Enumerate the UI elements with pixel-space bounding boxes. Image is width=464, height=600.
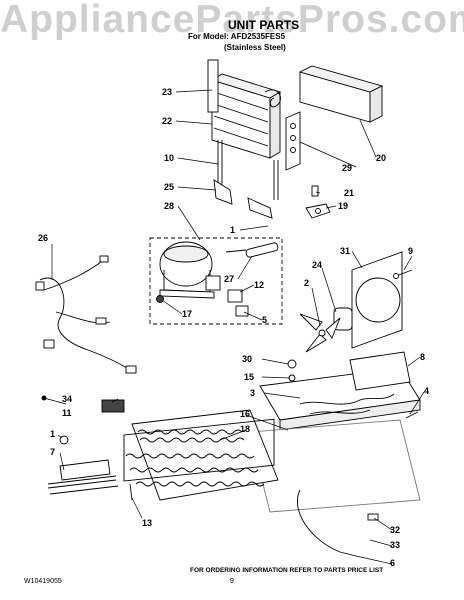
drain-pan bbox=[249, 419, 421, 557]
callout-34: 34 bbox=[62, 394, 73, 404]
callout-12: 12 bbox=[254, 280, 265, 290]
fan-motor bbox=[333, 307, 353, 331]
page-number: 9 bbox=[230, 578, 234, 585]
callout-1b: 1 bbox=[50, 429, 56, 439]
doc-code: W10419055 bbox=[24, 578, 62, 585]
callout-18: 18 bbox=[240, 424, 251, 434]
callout-22: 22 bbox=[162, 116, 173, 126]
callout-30: 30 bbox=[242, 354, 253, 364]
callout-27: 27 bbox=[224, 274, 235, 284]
callout-20: 20 bbox=[376, 153, 387, 163]
fan-blade bbox=[299, 313, 341, 353]
callout-1: 1 bbox=[230, 225, 236, 235]
ordering-note: FOR ORDERING INFORMATION REFER TO PARTS … bbox=[190, 567, 384, 574]
bolt bbox=[129, 483, 133, 501]
callout-16: 16 bbox=[240, 409, 251, 419]
callout-7: 7 bbox=[50, 447, 56, 457]
callout-8: 8 bbox=[420, 352, 426, 362]
callout-11: 11 bbox=[62, 408, 72, 418]
callout-5: 5 bbox=[262, 315, 268, 325]
callout-31: 31 bbox=[340, 246, 351, 256]
callout-21: 21 bbox=[344, 188, 355, 198]
air-duct bbox=[298, 65, 384, 123]
callout-9: 9 bbox=[408, 246, 414, 256]
callout-3: 3 bbox=[250, 388, 256, 398]
terminal-block bbox=[47, 459, 119, 495]
wire-harness bbox=[35, 255, 137, 374]
evaporator-coil bbox=[123, 409, 279, 501]
callout-28: 28 bbox=[164, 201, 175, 211]
finish-label: (Stainless Steel) bbox=[224, 43, 286, 52]
callout-4: 4 bbox=[424, 386, 430, 396]
screw bbox=[405, 411, 419, 419]
condenser-tube bbox=[213, 140, 279, 219]
callout-24: 24 bbox=[312, 260, 323, 270]
callout-10: 10 bbox=[164, 153, 175, 163]
compressor-group-box bbox=[149, 237, 283, 325]
callout-26: 26 bbox=[38, 233, 49, 243]
leader-lines bbox=[41, 89, 425, 565]
fan-shroud bbox=[351, 251, 403, 349]
callout-29: 29 bbox=[342, 163, 353, 173]
label-plate bbox=[101, 399, 125, 413]
callout-33: 33 bbox=[390, 540, 401, 550]
callout-2: 2 bbox=[304, 278, 310, 288]
callout-6: 6 bbox=[390, 558, 396, 568]
callout-15: 15 bbox=[244, 372, 255, 382]
side-panel bbox=[285, 111, 301, 171]
callout-13: 13 bbox=[142, 518, 153, 528]
grommet bbox=[287, 359, 297, 369]
compressor bbox=[156, 241, 221, 303]
callout-23: 23 bbox=[162, 87, 173, 97]
bracket bbox=[349, 351, 411, 391]
dryer-filter bbox=[225, 242, 279, 258]
page-title: UNIT PARTS bbox=[228, 18, 300, 32]
relay-overload bbox=[227, 289, 249, 317]
callout-32: 32 bbox=[390, 525, 401, 535]
callout-25: 25 bbox=[164, 182, 175, 192]
screw bbox=[393, 269, 413, 279]
clip-hardware bbox=[305, 185, 331, 219]
callout-17: 17 bbox=[182, 309, 193, 319]
callout-19: 19 bbox=[338, 201, 349, 211]
condenser-coil bbox=[207, 59, 282, 159]
model-line: For Model: AFD2535FES5 bbox=[188, 32, 286, 41]
